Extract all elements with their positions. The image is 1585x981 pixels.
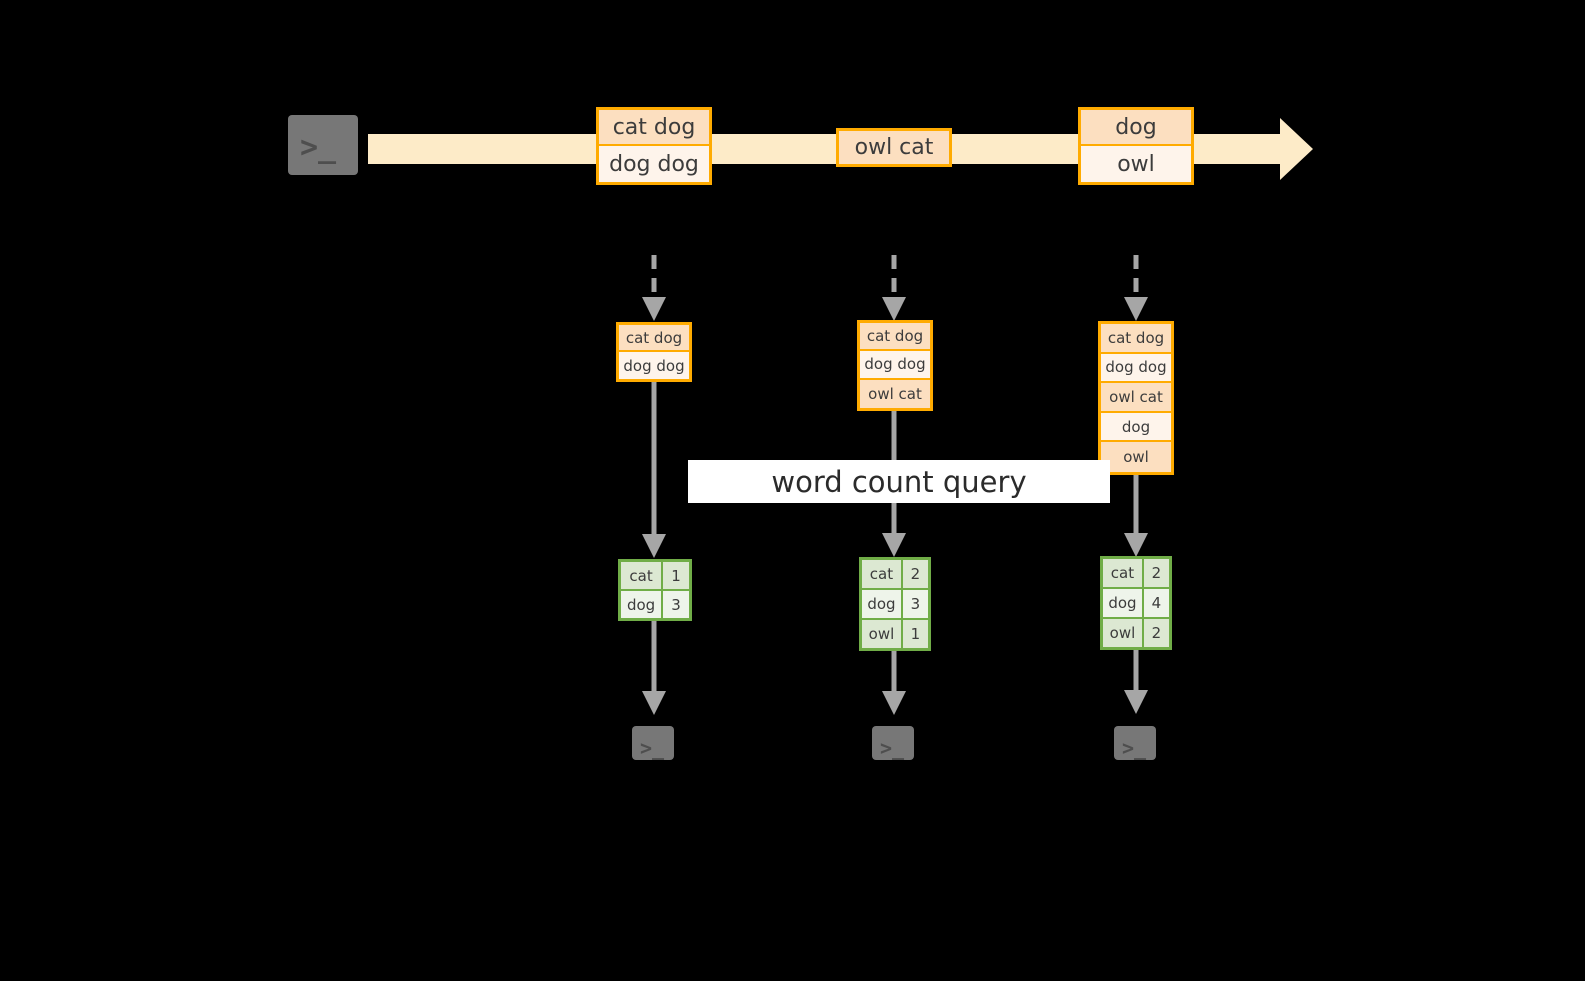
snapshot-2-output-connector [882, 651, 906, 715]
terminal-screen [632, 726, 674, 760]
snapshot-1-output-connector [642, 621, 666, 715]
stream-tap-connector-1 [642, 255, 666, 321]
consumer-terminal-2[interactable]: >_ [862, 716, 924, 770]
snapshot-3-count-table: cat 2 dog 4 owl 2 [1100, 556, 1172, 650]
count-row: dog 3 [621, 591, 689, 618]
stream-record-group-3: dog owl [1078, 107, 1194, 185]
consumer-terminal-1[interactable]: >_ [622, 716, 684, 770]
snapshot-input-row: dog dog [619, 352, 689, 379]
count-row: cat 2 [862, 560, 928, 590]
count-row: cat 1 [621, 562, 689, 591]
stream-tap-connector-2 [882, 255, 906, 321]
consumer-terminal-3[interactable]: >_ [1104, 716, 1166, 770]
count-value: 2 [902, 560, 928, 588]
snapshot-3-output-connector [1124, 650, 1148, 714]
terminal-prompt-icon: >_ [880, 736, 905, 760]
count-value: 3 [663, 591, 689, 618]
snapshot-input-row: cat dog [860, 323, 930, 352]
count-row: dog 4 [1103, 589, 1169, 619]
count-word: dog [862, 590, 903, 618]
word-count-query-label: word count query [688, 460, 1110, 503]
count-value: 2 [1143, 559, 1169, 587]
snapshot-1-input-stack: cat dog dog dog [616, 322, 692, 382]
count-word: cat [621, 562, 664, 589]
snapshot-2-input-stack: cat dog dog dog owl cat [857, 320, 933, 411]
stream-record-row: owl [1081, 146, 1191, 182]
count-value: 1 [663, 562, 689, 589]
count-row: dog 3 [862, 590, 928, 620]
snapshot-2-count-table: cat 2 dog 3 owl 1 [859, 557, 931, 651]
snapshot-input-row: dog [1101, 412, 1171, 443]
terminal-screen [288, 115, 358, 175]
stream-record-row: dog dog [599, 146, 709, 182]
snapshot-input-row: owl cat [1101, 383, 1171, 413]
terminal-prompt-icon: >_ [1122, 736, 1147, 760]
stream-record-group-2: owl cat [836, 128, 952, 167]
count-value: 2 [1143, 619, 1169, 647]
count-word: cat [862, 560, 903, 588]
snapshot-input-row: cat dog [1101, 324, 1171, 354]
producer-terminal[interactable]: >_ [278, 105, 368, 185]
count-word: dog [621, 591, 664, 618]
snapshot-1-query-connector [642, 382, 666, 558]
terminal-screen [872, 726, 914, 760]
snapshot-input-row: dog dog [1101, 353, 1171, 384]
count-row: cat 2 [1103, 559, 1169, 589]
terminal-screen [1114, 726, 1156, 760]
snapshot-1-count-table: cat 1 dog 3 [618, 559, 692, 621]
count-word: owl [1103, 619, 1144, 647]
count-value: 3 [902, 590, 928, 618]
snapshot-input-row: cat dog [619, 325, 689, 352]
count-value: 4 [1143, 589, 1169, 617]
stream-record-row: cat dog [599, 110, 709, 146]
stream-record-row: owl cat [839, 131, 949, 164]
snapshot-3-query-connector [1124, 475, 1148, 557]
snapshot-input-row: owl cat [860, 379, 930, 408]
stream-record-group-1: cat dog dog dog [596, 107, 712, 185]
stream-tap-connector-3 [1124, 255, 1148, 321]
count-row: owl 2 [1103, 619, 1169, 647]
count-word: owl [862, 620, 903, 648]
stream-record-row: dog [1081, 110, 1191, 146]
snapshot-input-row: dog dog [860, 351, 930, 380]
terminal-prompt-icon: >_ [300, 130, 337, 165]
snapshot-3-input-stack: cat dog dog dog owl cat dog owl [1098, 321, 1174, 475]
count-word: dog [1103, 589, 1144, 617]
snapshot-input-row: owl [1101, 442, 1171, 472]
count-value: 1 [902, 620, 928, 648]
count-word: cat [1103, 559, 1144, 587]
terminal-prompt-icon: >_ [640, 736, 665, 760]
count-row: owl 1 [862, 620, 928, 648]
